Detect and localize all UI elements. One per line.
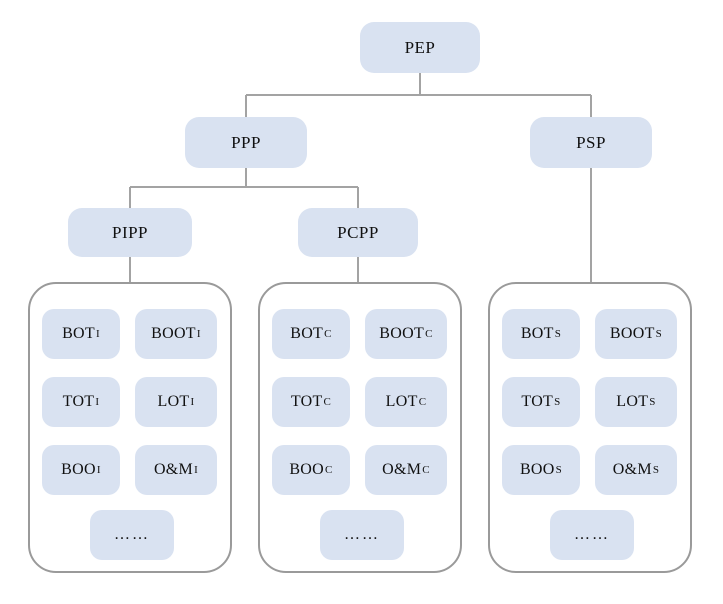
- mode-label: O&M: [612, 461, 652, 478]
- ellipsis-label: ……: [574, 526, 610, 543]
- ellipsis-box: ……: [90, 510, 174, 560]
- mode-label: LOT: [157, 393, 190, 410]
- mode-label: BOOT: [151, 325, 196, 342]
- node-pcpp: PCPP: [298, 208, 418, 257]
- node-psp: PSP: [530, 117, 652, 168]
- mode-subscript: S: [555, 463, 563, 476]
- mode-label: O&M: [153, 461, 194, 478]
- mode-label: BOT: [520, 325, 554, 342]
- mode-label: BOT: [62, 325, 95, 342]
- ellipsis-label: ……: [344, 526, 380, 543]
- mode-subscript: C: [324, 327, 332, 340]
- ellipsis-box: ……: [550, 510, 634, 560]
- mode-subscript: I: [196, 327, 201, 340]
- mode-subscript: I: [190, 395, 195, 408]
- mode-subscript: I: [194, 463, 199, 476]
- ellipsis-box: ……: [320, 510, 404, 560]
- mode-label: BOOT: [379, 325, 425, 342]
- mode-label: O&M: [382, 461, 422, 478]
- mode-subscript: C: [418, 395, 427, 408]
- mode-label: BOO: [61, 461, 96, 478]
- mode-subscript: S: [554, 327, 562, 340]
- mode-subscript: S: [649, 395, 656, 408]
- mode-subscript: S: [652, 463, 660, 476]
- mode-label: BOOT: [609, 325, 655, 342]
- mode-label: TOT: [62, 393, 95, 410]
- mode-label: TOT: [521, 393, 554, 410]
- mode-subscript: C: [422, 463, 430, 476]
- mode-subscript: C: [323, 395, 332, 408]
- ellipsis-label: ……: [114, 526, 150, 543]
- mode-label: TOT: [290, 393, 323, 410]
- mode-label: BOO: [289, 461, 325, 478]
- node-pep: PEP: [360, 22, 480, 73]
- mode-label: LOT: [385, 393, 418, 410]
- mode-subscript: I: [95, 395, 100, 408]
- mode-subscript: C: [425, 327, 433, 340]
- mode-subscript: I: [95, 327, 100, 340]
- mode-label: BOT: [290, 325, 324, 342]
- mode-subscript: C: [325, 463, 333, 476]
- node-pipp: PIPP: [68, 208, 192, 257]
- mode-subscript: S: [655, 327, 663, 340]
- mode-subscript: I: [96, 463, 101, 476]
- mode-label: BOO: [519, 461, 555, 478]
- mode-subscript: S: [554, 395, 561, 408]
- mode-label: LOT: [616, 393, 649, 410]
- node-ppp: PPP: [185, 117, 307, 168]
